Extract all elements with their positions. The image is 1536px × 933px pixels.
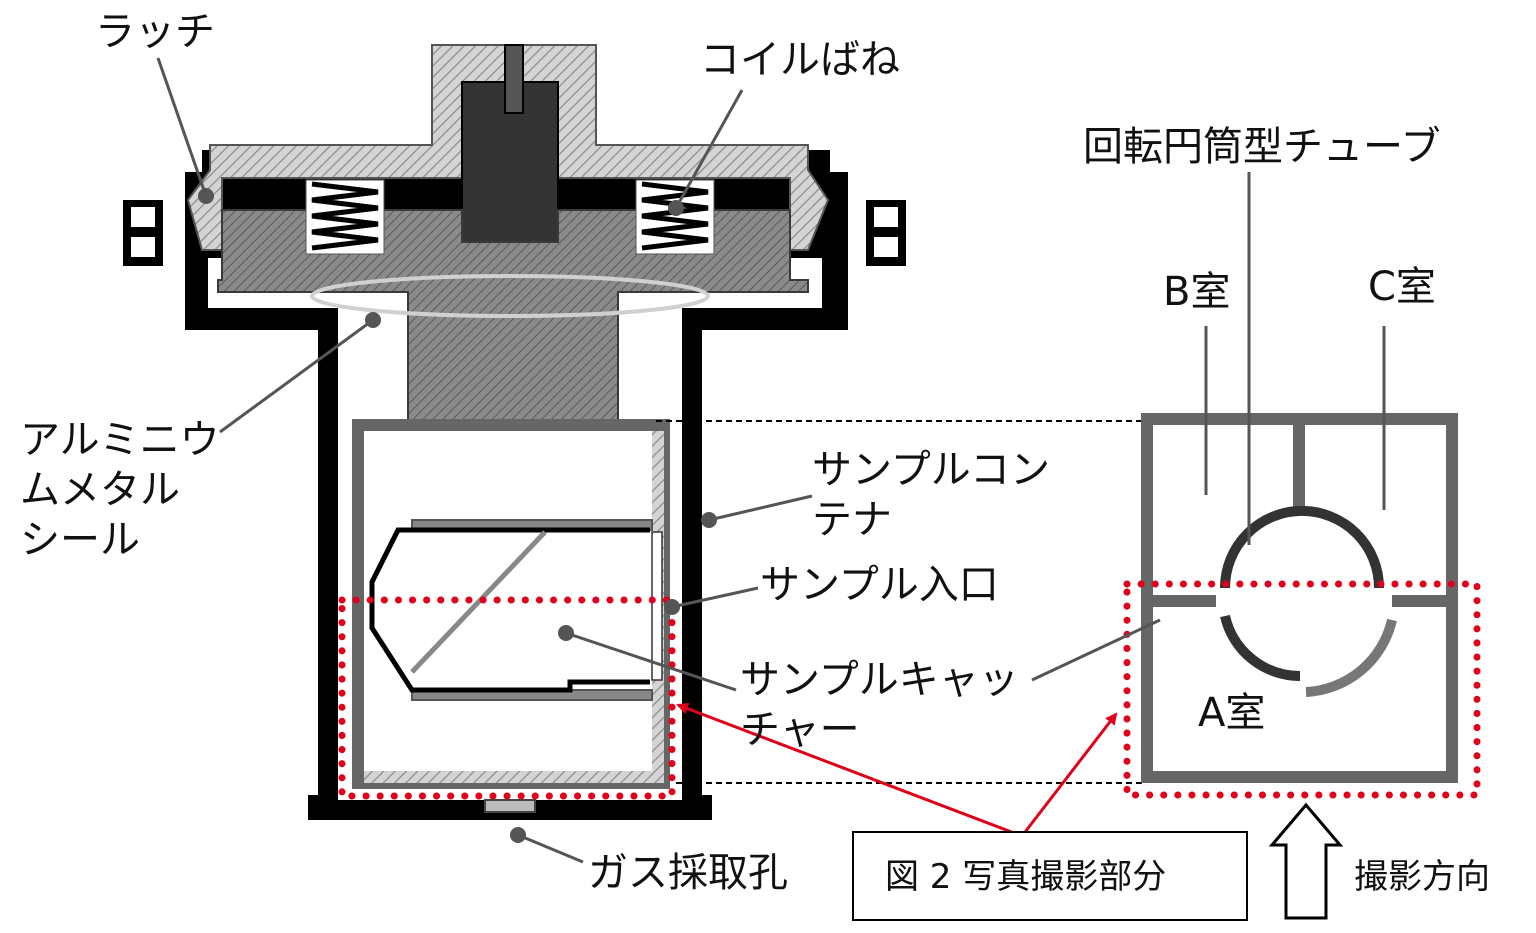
rotating-tube (1220, 506, 1384, 589)
photo-area-right (1123, 580, 1481, 799)
coil-spring-left (305, 179, 385, 255)
sample-catcher (369, 519, 663, 701)
leader-lines (156, 57, 1386, 864)
label-latch: ラッチ (95, 9, 215, 55)
label-rotating-tube: 回転円筒型チューブ (1083, 124, 1441, 170)
label-photo-part: 図 2 写真撮影部分 (885, 857, 1166, 897)
gas-sampling-hole (484, 799, 536, 813)
leader-dots (198, 188, 717, 843)
sample-container (352, 419, 670, 789)
coil-spring-right (635, 179, 715, 255)
photo-area-left (338, 596, 676, 800)
red-arrow-right (1020, 712, 1118, 837)
label-aluminium-seal-1: アルミニウ (20, 417, 220, 463)
label-sample-catcher-2: チャー (740, 707, 860, 753)
label-sample-container-2: テナ (812, 497, 892, 543)
label-aluminium-seal-2: ムメタル (20, 467, 180, 513)
label-room-b: B室 (1163, 269, 1230, 315)
label-sample-inlet: サンプル入口 (760, 562, 999, 608)
label-gas-hole: ガス採取孔 (588, 850, 788, 896)
container-cross-section (123, 44, 906, 820)
red-arrow-left (676, 702, 1023, 838)
photo-direction-arrow (1268, 802, 1344, 920)
photo-caption-box (852, 831, 1248, 921)
label-aluminium-seal-3: シール (20, 517, 140, 563)
label-room-c: C室 (1368, 264, 1436, 310)
label-coil-spring: コイルばね (700, 37, 900, 83)
label-sample-container-1: サンプルコン (812, 447, 1050, 493)
label-room-a: A室 (1198, 690, 1265, 736)
aluminium-metal-seal (310, 274, 710, 318)
chamber-top-view (1141, 413, 1458, 783)
label-sample-catcher-1: サンプルキャッ (740, 657, 1019, 703)
label-photo-direction: 撮影方向 (1354, 857, 1490, 897)
